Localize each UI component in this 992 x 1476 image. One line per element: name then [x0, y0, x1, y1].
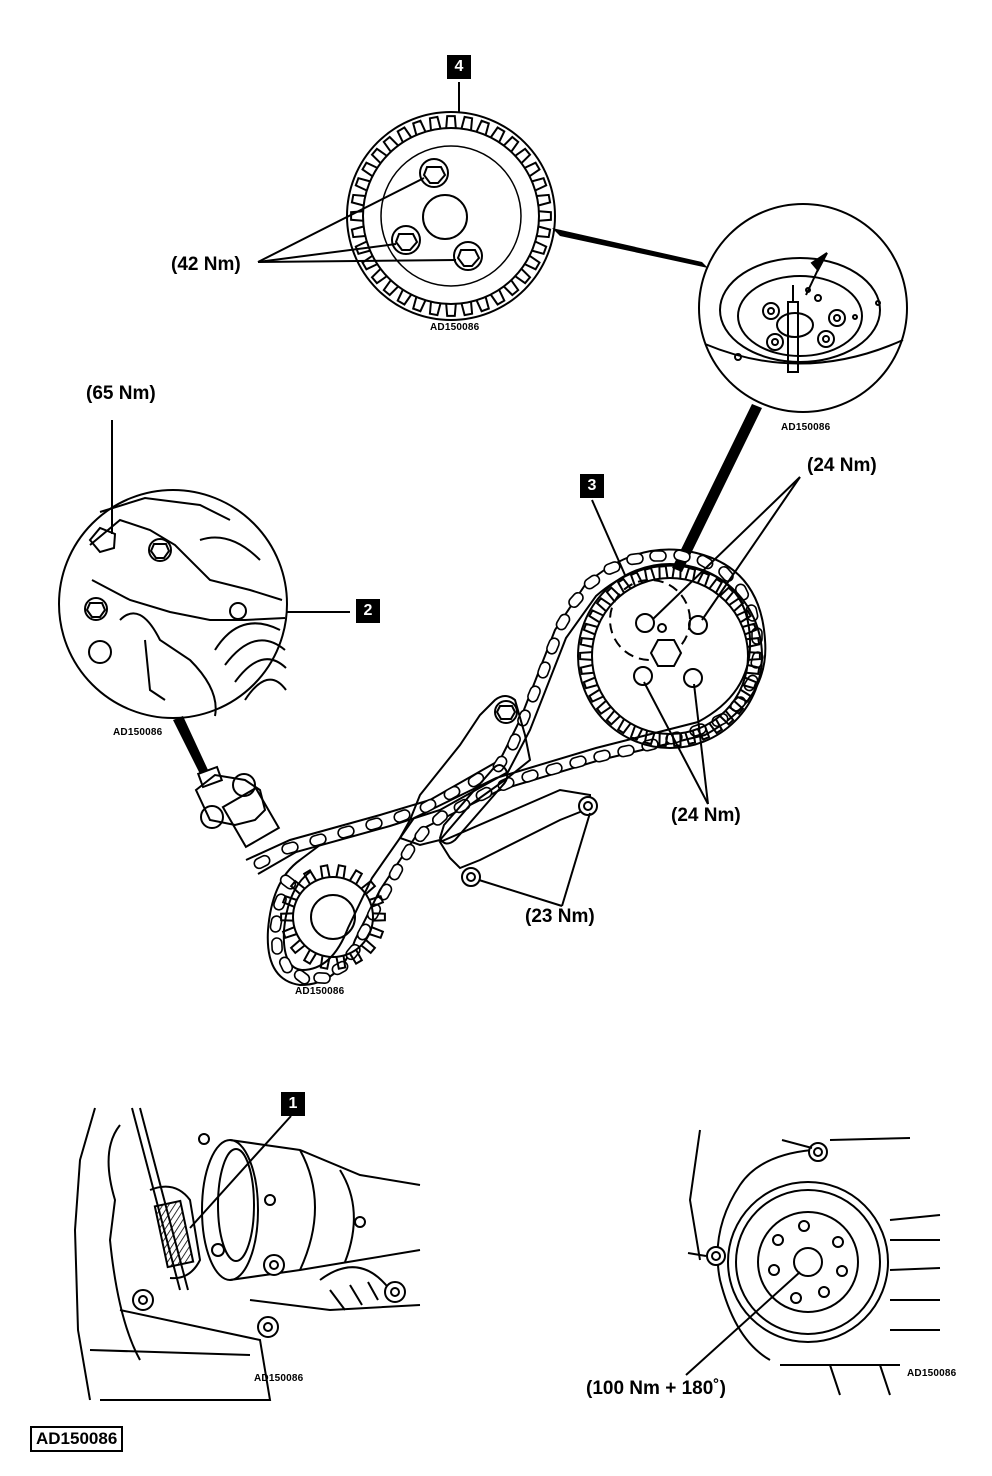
belt-tooth [337, 825, 355, 839]
callout-2: 2 [356, 599, 380, 623]
belt-tooth [555, 613, 571, 631]
callout-3: 3 [580, 474, 604, 498]
belt-tooth [313, 972, 331, 984]
belt-tooth [711, 712, 729, 728]
belt-tooth [281, 841, 299, 855]
belt-tooth [568, 591, 584, 609]
belt-tooth [414, 825, 430, 843]
belt-tooth [521, 769, 539, 783]
torque-label-sprocket-bolts: (42 Nm) [171, 254, 241, 275]
belt-tooth [431, 810, 449, 826]
figure-code-lock-tool: AD150086 [254, 1373, 304, 1384]
torque-label-bracket-bolts: (23 Nm) [525, 906, 595, 927]
belt-tooth [617, 744, 635, 758]
belt-tooth [537, 661, 551, 679]
detail-connector [552, 228, 708, 268]
callout-4: 4 [447, 55, 471, 79]
belt-tooth [365, 817, 383, 831]
figure-code-sprocket: AD150086 [430, 322, 480, 333]
belt-tooth [718, 565, 734, 583]
callout-1: 1 [281, 1092, 305, 1116]
sprocket-teeth [280, 864, 386, 970]
belt-tooth [583, 574, 601, 590]
belt-tooth [443, 785, 461, 801]
belt-tooth [278, 956, 294, 974]
belt-tooth [507, 733, 521, 751]
torque-label-hub-bolts-bottom: (24 Nm) [671, 805, 741, 826]
belt-tooth [293, 969, 311, 985]
belt-tooth [309, 833, 327, 847]
sprocket-teeth [579, 565, 761, 747]
torque-label-tensioner-bolt: (65 Nm) [86, 383, 156, 404]
belt-tooth [626, 552, 644, 566]
tensioner-detail [58, 420, 350, 719]
belt-tooth [393, 809, 411, 823]
crank-pulley-view [685, 1129, 941, 1396]
sprocket-bolt [419, 158, 449, 188]
camshaft-sprocket [257, 82, 556, 321]
lock-tool-view [73, 1107, 421, 1401]
belt-tooth [269, 915, 283, 933]
sprocket-bolt [391, 225, 421, 255]
belt-tooth [649, 550, 667, 562]
belt-tooth [419, 798, 437, 814]
belt-tooth [271, 937, 283, 955]
belt-tooth [377, 883, 393, 901]
belt-tooth [593, 749, 611, 763]
belt-tooth [253, 854, 271, 870]
belt-tooth [545, 762, 563, 776]
figure-id-box: AD150086 [30, 1426, 124, 1452]
torque-label-hub-bolts-top: (24 Nm) [807, 455, 877, 476]
belt-tooth [388, 863, 404, 881]
timing-belt-layout [194, 476, 801, 987]
belt-tooth [673, 549, 691, 563]
figure-code-belt: AD150086 [295, 986, 345, 997]
belt-tooth [527, 685, 541, 703]
detail-connector [173, 716, 208, 774]
sprocket-bolt [453, 241, 483, 271]
figure-code-pulley-detail: AD150086 [781, 422, 831, 433]
belt-tooth [546, 637, 560, 655]
belt-tooth [603, 561, 621, 575]
figure-code-tensioner-detail: AD150086 [113, 727, 163, 738]
belt-tooth [569, 755, 587, 769]
pulley-detail [698, 203, 908, 413]
torque-label-crank-bolt: (100 Nm + 180˚) [586, 1378, 726, 1399]
belt-tooth [400, 843, 416, 861]
figure-code-crank-pulley: AD150086 [907, 1368, 957, 1379]
sprocket-teeth [350, 115, 552, 317]
detail-connector [672, 404, 762, 572]
